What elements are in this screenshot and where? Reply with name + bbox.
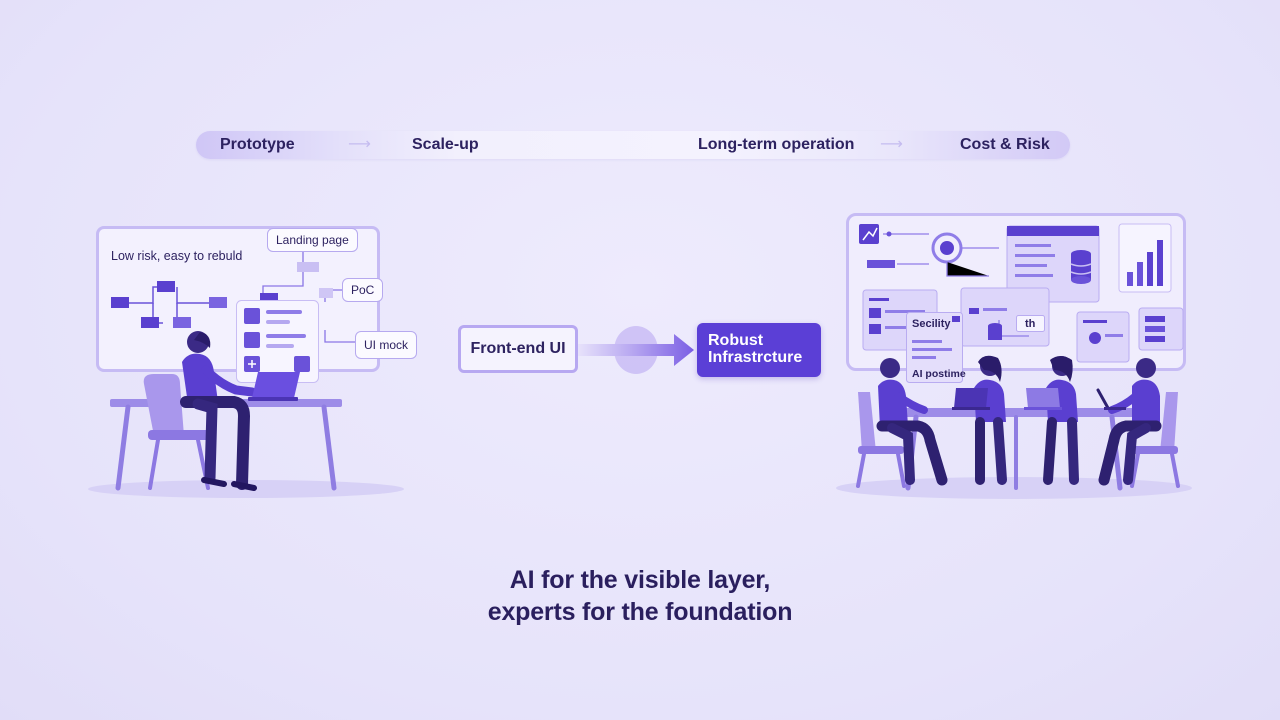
- whiteboard-right: [846, 213, 1186, 371]
- caption-line-2: experts for the foundation: [487, 598, 793, 626]
- arrow-right-icon: ⟶: [880, 136, 903, 153]
- dashboard-graphics-icon: [859, 223, 1184, 363]
- laptop-team-1-icon: [952, 388, 990, 410]
- tag-poc: PoC: [342, 278, 384, 302]
- stage-timeline-bar: Prototype ⟶ Scale-up Long-term operation…: [196, 131, 1070, 159]
- stage-prototype: Prototype: [220, 136, 295, 153]
- frontend-ui-box: Front-end UI: [458, 325, 578, 373]
- person-team-3-icon: [1043, 356, 1079, 485]
- chair-right-1-icon: [856, 392, 906, 488]
- board-caption: Low risk, easy to rebuld: [111, 249, 243, 263]
- th-panel-label: th: [1025, 318, 1036, 330]
- tag-connectors-icon: [260, 250, 357, 343]
- security-panel-label: Secility: [912, 318, 951, 330]
- person-team-4-icon: [1098, 358, 1162, 486]
- tag-landing-page: Landing page: [267, 228, 358, 252]
- ui-wireframe-icon: [236, 300, 319, 383]
- stage-long-term-operation: Long-term operation: [698, 136, 855, 153]
- infra-line-1: Robust: [708, 332, 764, 349]
- person-developer-icon: [180, 331, 257, 491]
- infra-line-2: Infrastrcture: [708, 349, 803, 366]
- laptop-team-3-icon: [1096, 388, 1126, 410]
- security-panel-icon: [906, 312, 963, 383]
- robust-infrastructure-box: Robust Infrastrcture: [697, 323, 821, 377]
- caption-line-1: AI for the visible layer,: [509, 566, 771, 594]
- ai-panel-label: AI postime: [912, 368, 966, 380]
- person-team-2-icon: [974, 355, 1007, 485]
- th-badge-icon: [1016, 315, 1045, 332]
- laptop-icon: [248, 372, 300, 401]
- tag-ui-mock: UI mock: [355, 331, 418, 359]
- person-team-1-icon: [876, 358, 948, 486]
- arrow-right-icon: ⟶: [348, 136, 371, 153]
- chair-right-2-icon: [1130, 392, 1180, 488]
- stage-scale-up: Scale-up: [412, 136, 479, 153]
- laptop-team-2-icon: [1024, 388, 1062, 410]
- flow-arrow-icon: [578, 326, 694, 374]
- stage-cost-risk: Cost & Risk: [960, 136, 1050, 153]
- flowchart-icon: [111, 281, 227, 328]
